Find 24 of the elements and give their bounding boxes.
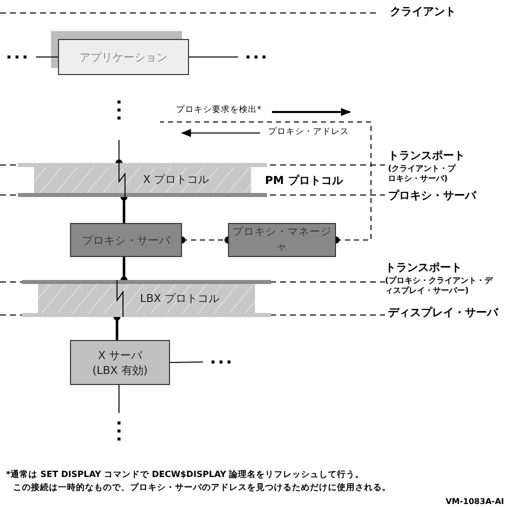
connector-line (36, 56, 58, 58)
layer-label: トランスポート (388, 149, 465, 162)
band-label: LBX プロトコル (140, 290, 220, 306)
band-label: X プロトコル (143, 172, 210, 188)
manager-box: プロキシ・マネージャ (228, 223, 336, 257)
footnote: この接続は一時的なもので、プロキシ・サーバのアドレスを見つけるためだけに使用される。 (13, 483, 391, 494)
layer-note: (プロキシ・クライアント・ディスプレイ・サーバー) (385, 276, 494, 296)
figure-code: VM-1083A-AI (446, 497, 504, 507)
footnote: *通常は SET DISPLAY コマンドで DECW$DISPLAY 論理名をリフレッシュして行う。 (6, 470, 364, 480)
layer-label: トランスポート (385, 261, 462, 274)
server-box: X サーバ (LBX 有効) (70, 340, 170, 385)
arrow-label: プロキシ要求を検出* (176, 105, 262, 116)
connector-line (118, 384, 120, 414)
server-box: プロキシ・サーバ (70, 223, 182, 257)
application-box: アプリケーション (58, 39, 189, 75)
protocol-label: PM プロトコル (265, 174, 343, 187)
arrow-label: プロキシ・アドレス (268, 127, 349, 138)
layer-label: クライアント (390, 5, 456, 18)
layer-note: (クライアント・プロキシ・サーバ) (388, 164, 457, 184)
layer-label: ディスプレイ・サーバ (388, 306, 498, 319)
connector-line (188, 56, 238, 58)
connector-line (170, 362, 204, 363)
dashed-connector (160, 122, 372, 244)
layer-label: プロキシ・サーバ (388, 189, 476, 202)
